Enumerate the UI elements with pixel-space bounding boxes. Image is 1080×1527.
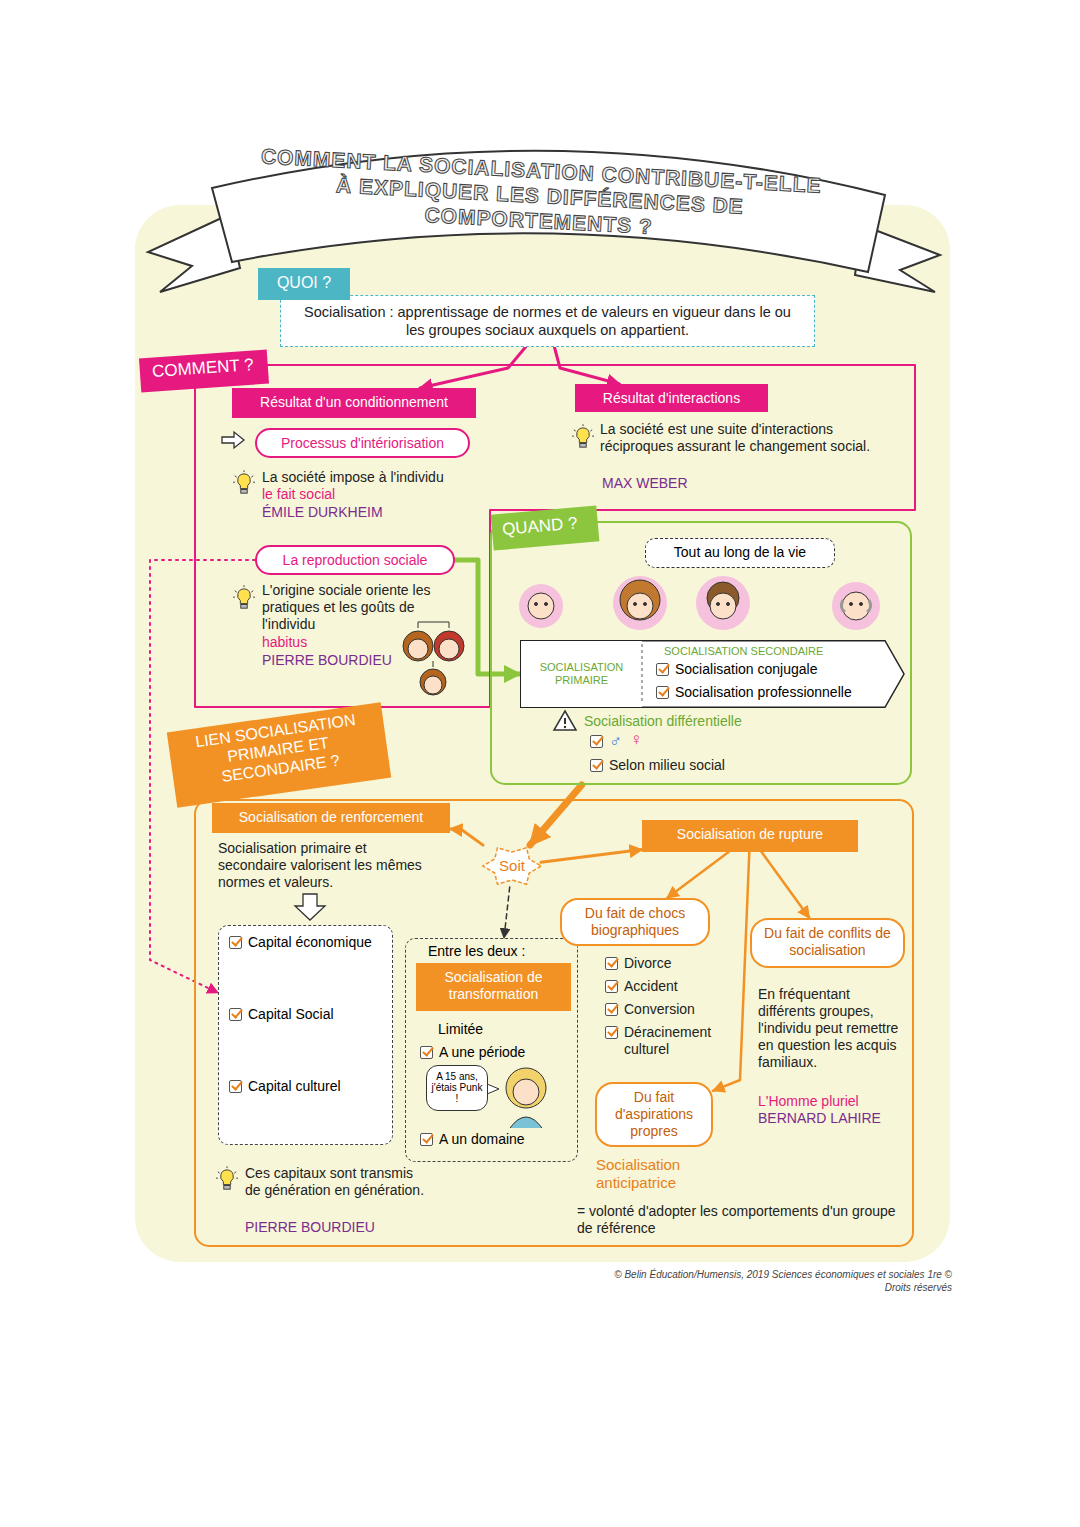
note-text: La société impose à l'individu [262,469,487,486]
author-name: MAX WEBER [602,475,752,492]
concept-label: Résultat d'un conditionnement [232,388,476,418]
speech-bubble: A 15 ans, j'étais Punk ! [426,1065,488,1111]
node-text: Capital Social [229,1006,389,1023]
node-text: Socialisation de transformation [424,969,563,1003]
node-text: Du fait d'aspirations propres [605,1089,703,1140]
background-panel [135,205,950,1262]
punk-person [487,1068,546,1128]
author-name: PIERRE BOURDIEU [245,1219,425,1236]
keyword-text: habitus [262,634,382,651]
hollow-arrow [222,432,244,448]
hollow-arrow [295,894,325,920]
stage-box: SOCIALISATION PRIMAIRE [520,640,642,708]
note-text: Accident [605,978,730,995]
section-tab: QUOI ? [258,268,350,300]
connector [420,347,526,388]
node-text: Socialisation professionnelle [656,684,886,701]
stage-arrow: SOCIALISATION SECONDAIRESocialisation co… [642,640,905,708]
note-text: En fréquentant différents groupes, l'ind… [758,986,908,1071]
node-text: Socialisation conjugale [656,661,886,678]
concept-cloud: Du fait de conflits de socialisation [750,918,905,968]
connector [762,852,810,918]
node-text: SOCIALISATION SECONDAIRE [664,643,894,660]
section-panel: QUAND ?Tout au long de la vieSOCIALISATI… [490,508,912,785]
dashed-box: Capital économiqueCapital SocialCapital … [218,925,393,1145]
node-text: SOCIALISATION PRIMAIRE [525,661,638,687]
author-name: BERNARD LAHIRE [758,1110,908,1127]
concept-label: Socialisation de transformation [416,963,571,1011]
connector [504,887,510,938]
node-text: QUOI ? [268,274,340,292]
keyword-text: Socialisation différentielle [584,713,804,730]
node-text: Du fait de chocs biographiques [570,905,700,939]
node-text: A un domaine [420,1131,570,1148]
connector [530,785,582,845]
caption-text: © Belin Éducation/Humensis, 2019 Science… [590,1268,952,1294]
node-text: Soit [483,857,541,874]
node-text: Capital culturel [229,1078,389,1095]
node-text: A une période [420,1044,570,1061]
keyword-text: ♀ [630,731,650,748]
dashed-box: Tout au long de la vie [645,538,835,568]
keyword-text: L'Homme pluriel [758,1093,908,1110]
note-text: Divorce [605,955,730,972]
node-text: Tout au long de la vie [654,544,826,560]
concept-label: Socialisation de renforcement [212,803,450,833]
node-text: Résultat d'un conditionnement [240,394,468,410]
node-text: Socialisation de renforcement [220,809,442,825]
concept-cloud: La reproduction sociale [255,545,455,575]
note-text: Ces capitaux sont transmis de génération… [245,1165,430,1199]
node-text: Du fait de conflits de socialisation [760,925,895,959]
life-stage-faces [519,576,880,630]
gender-symbol: ♂ [590,733,626,750]
note-text: Conversion [605,1001,730,1018]
node-text: Entre les deux : [428,943,568,960]
node-text: Limitée [438,1021,558,1038]
note-text: La société est une suite d'interactions … [600,421,905,455]
concept-cloud: Du fait de chocs biographiques [560,898,710,946]
keyword-text: le fait social [262,486,462,503]
concept-cloud: Du fait d'aspirations propres [595,1082,713,1147]
family-icon [403,622,464,695]
note-text: Socialisation primaire et secondaire val… [218,840,433,891]
dashed-box: Entre les deux : Limitée A une période A un… [405,938,578,1162]
node-text: Processus d'intériorisation [265,435,460,451]
note-text: = volonté d'adopter les comportements d'… [577,1203,897,1237]
note-text: L'origine sociale oriente les pratiques … [262,582,462,633]
node-text: Résultat d'interactions [583,390,760,406]
connector [541,850,642,863]
node-text: A 15 ans, j'étais Punk ! [430,1071,484,1104]
connector [450,829,483,845]
connector [667,852,729,898]
node-text: Socialisation : apprentissage de normes … [293,303,802,339]
node-text: Socialisation de rupture [650,826,850,842]
note-text: Déracinement culturel [605,1024,730,1058]
concept-label: Résultat d'interactions [575,384,768,412]
connector [455,560,520,674]
concept-label: Socialisation de rupture [642,820,858,852]
author-name: PIERRE BOURDIEU [262,652,397,669]
note-text: Selon milieu social [590,757,770,774]
concept-cloud: Processus d'intériorisation [255,428,470,458]
burst-shape: Soit [483,845,541,887]
node-text: La reproduction sociale [265,552,445,568]
warning-icon [554,711,576,730]
connector [713,852,749,1091]
node-text: Capital économique [229,934,389,951]
definition-box: Socialisation : apprentissage de normes … [280,295,815,347]
keyword-text: Socialisation anticipatrice [596,1156,736,1192]
author-name: ÉMILE DURKHEIM [262,504,462,521]
